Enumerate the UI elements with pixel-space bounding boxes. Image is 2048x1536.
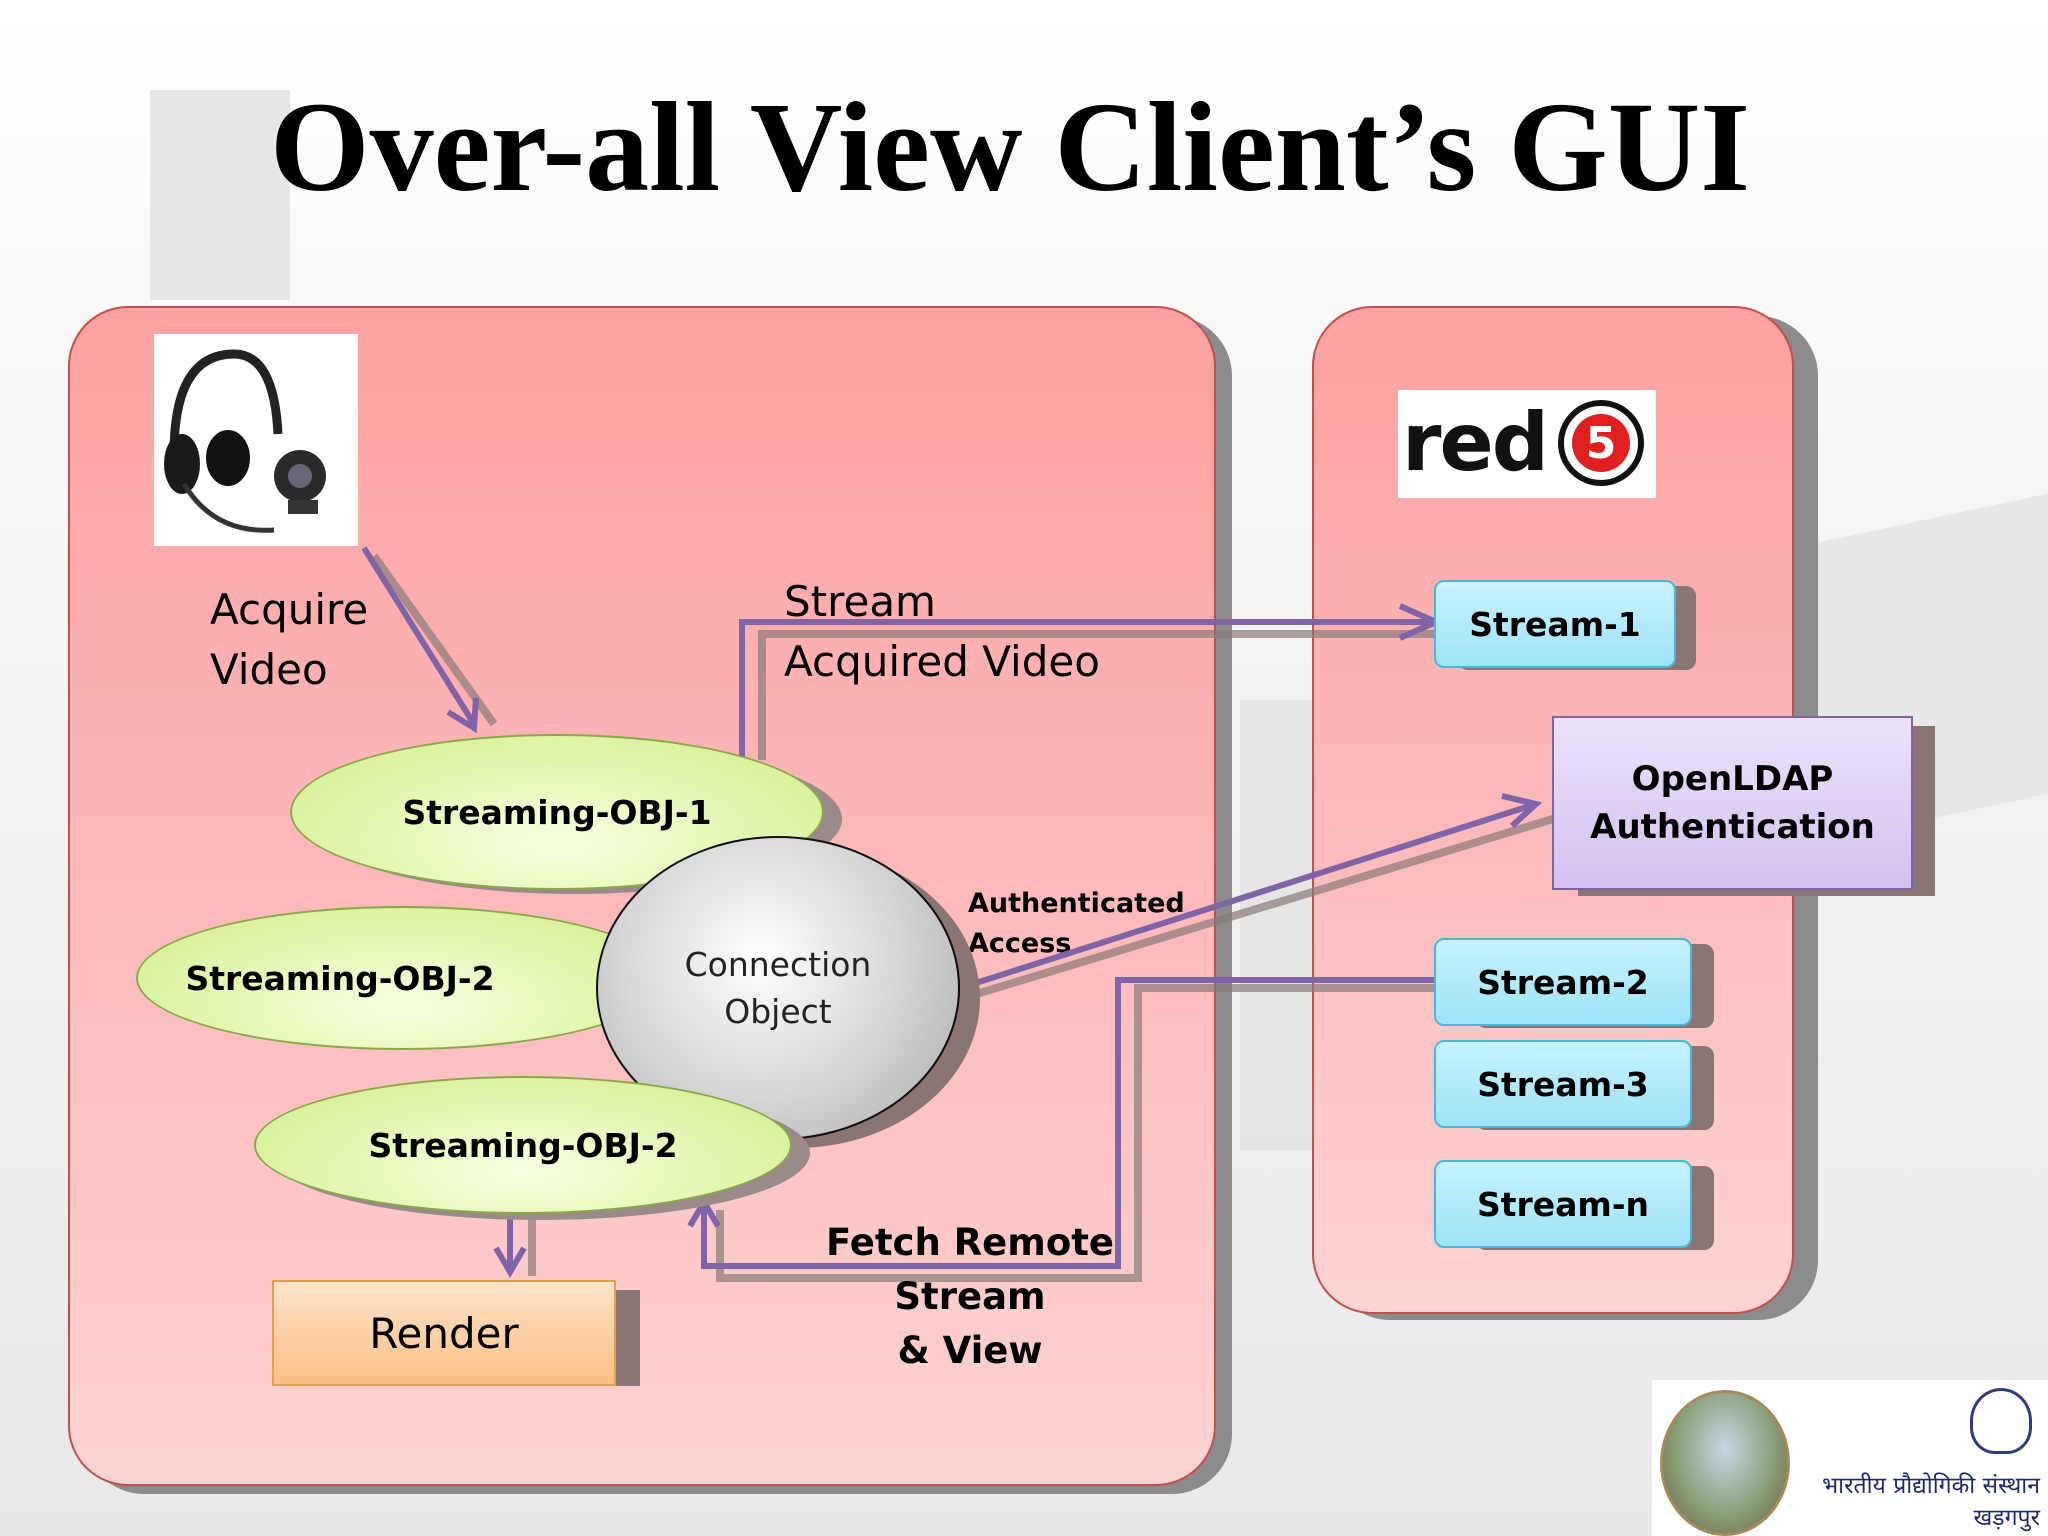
acquire-video-label: Acquire Video <box>210 580 368 700</box>
fetch-arrow <box>701 977 1436 1269</box>
institute-name-line-1: भारतीय प्रौद्योगिकी संस्थान <box>1821 1473 2040 1499</box>
auth-arrowhead <box>1501 793 1543 829</box>
streaming-obj-2-upper-label: Streaming-OBJ-2 <box>185 958 495 998</box>
slide-title: Over-all View Client’s GUI <box>270 76 1751 218</box>
ldap-line-2: Authentication <box>1590 807 1875 847</box>
streaming-obj-2-lower: Streaming-OBJ-2 <box>254 1076 792 1214</box>
stream-3-label: Stream-3 <box>1477 1064 1649 1104</box>
red5-logo: red 5 <box>1398 390 1656 498</box>
stream-1-box: Stream-1 <box>1434 580 1676 668</box>
stream-3-box: Stream-3 <box>1434 1040 1692 1128</box>
stream-2-label: Stream-2 <box>1477 962 1649 1002</box>
streaming-obj-2-lower-label: Streaming-OBJ-2 <box>368 1125 678 1165</box>
connection-front-line-2: Object <box>724 992 832 1031</box>
institute-logo: भारतीय प्रौद्योगिकी संस्थान खड़गपुर <box>1652 1380 2048 1536</box>
acquire-arrow <box>361 546 477 726</box>
institute-building-image <box>1660 1390 1790 1536</box>
stream-acquired-video-label: Stream Acquired Video <box>784 572 1100 692</box>
stream-label-line-1: Stream <box>784 577 936 626</box>
connection-front-line-1: Connection <box>684 945 872 984</box>
acquire-label-line-1: Acquire <box>210 585 369 634</box>
stream-1-label: Stream-1 <box>1469 604 1641 644</box>
streaming-obj-1: Streaming-OBJ-1 <box>290 734 824 890</box>
fetch-remote-stream-label: Fetch Remote Stream & View <box>760 1216 1180 1378</box>
stream-out-arrow <box>739 619 1436 760</box>
fetch-label-line-2: & View <box>897 1329 1043 1372</box>
render-arrowhead <box>493 1246 527 1278</box>
stream-2-box: Stream-2 <box>1434 938 1692 1026</box>
auth-label-line-2: Access <box>968 928 1072 959</box>
auth-arrow <box>953 801 1537 993</box>
stream-n-label: Stream-n <box>1476 1184 1650 1224</box>
auth-label-line-1: Authenticated <box>968 888 1185 919</box>
background-decoration <box>150 90 290 300</box>
streaming-obj-1-label: Streaming-OBJ-1 <box>402 792 712 832</box>
authenticated-access-label: Authenticated Access <box>968 884 1185 964</box>
institute-name-line-2: खड़गपुर <box>1973 1505 2040 1531</box>
acquire-label-line-2: Video <box>210 645 328 694</box>
headset-webcam-image <box>154 334 358 546</box>
render-label: Render <box>369 1308 519 1358</box>
ldap-line-1: OpenLDAP <box>1631 759 1834 799</box>
fetch-label-line-1: Fetch Remote Stream <box>825 1221 1115 1318</box>
acquire-arrowhead <box>446 697 479 734</box>
render-box: Render <box>272 1280 616 1386</box>
stream-n-box: Stream-n <box>1434 1160 1692 1248</box>
stream-label-line-2: Acquired Video <box>784 637 1100 686</box>
institute-emblem-icon <box>1970 1388 2032 1454</box>
openldap-authentication-box: OpenLDAP Authentication <box>1552 716 1913 890</box>
streaming-obj-2-upper: Streaming-OBJ-2 <box>136 906 668 1050</box>
red5-logo-badge: 5 <box>1558 400 1644 486</box>
red5-logo-text: red <box>1402 396 1549 489</box>
red5-logo-number: 5 <box>1585 417 1617 469</box>
